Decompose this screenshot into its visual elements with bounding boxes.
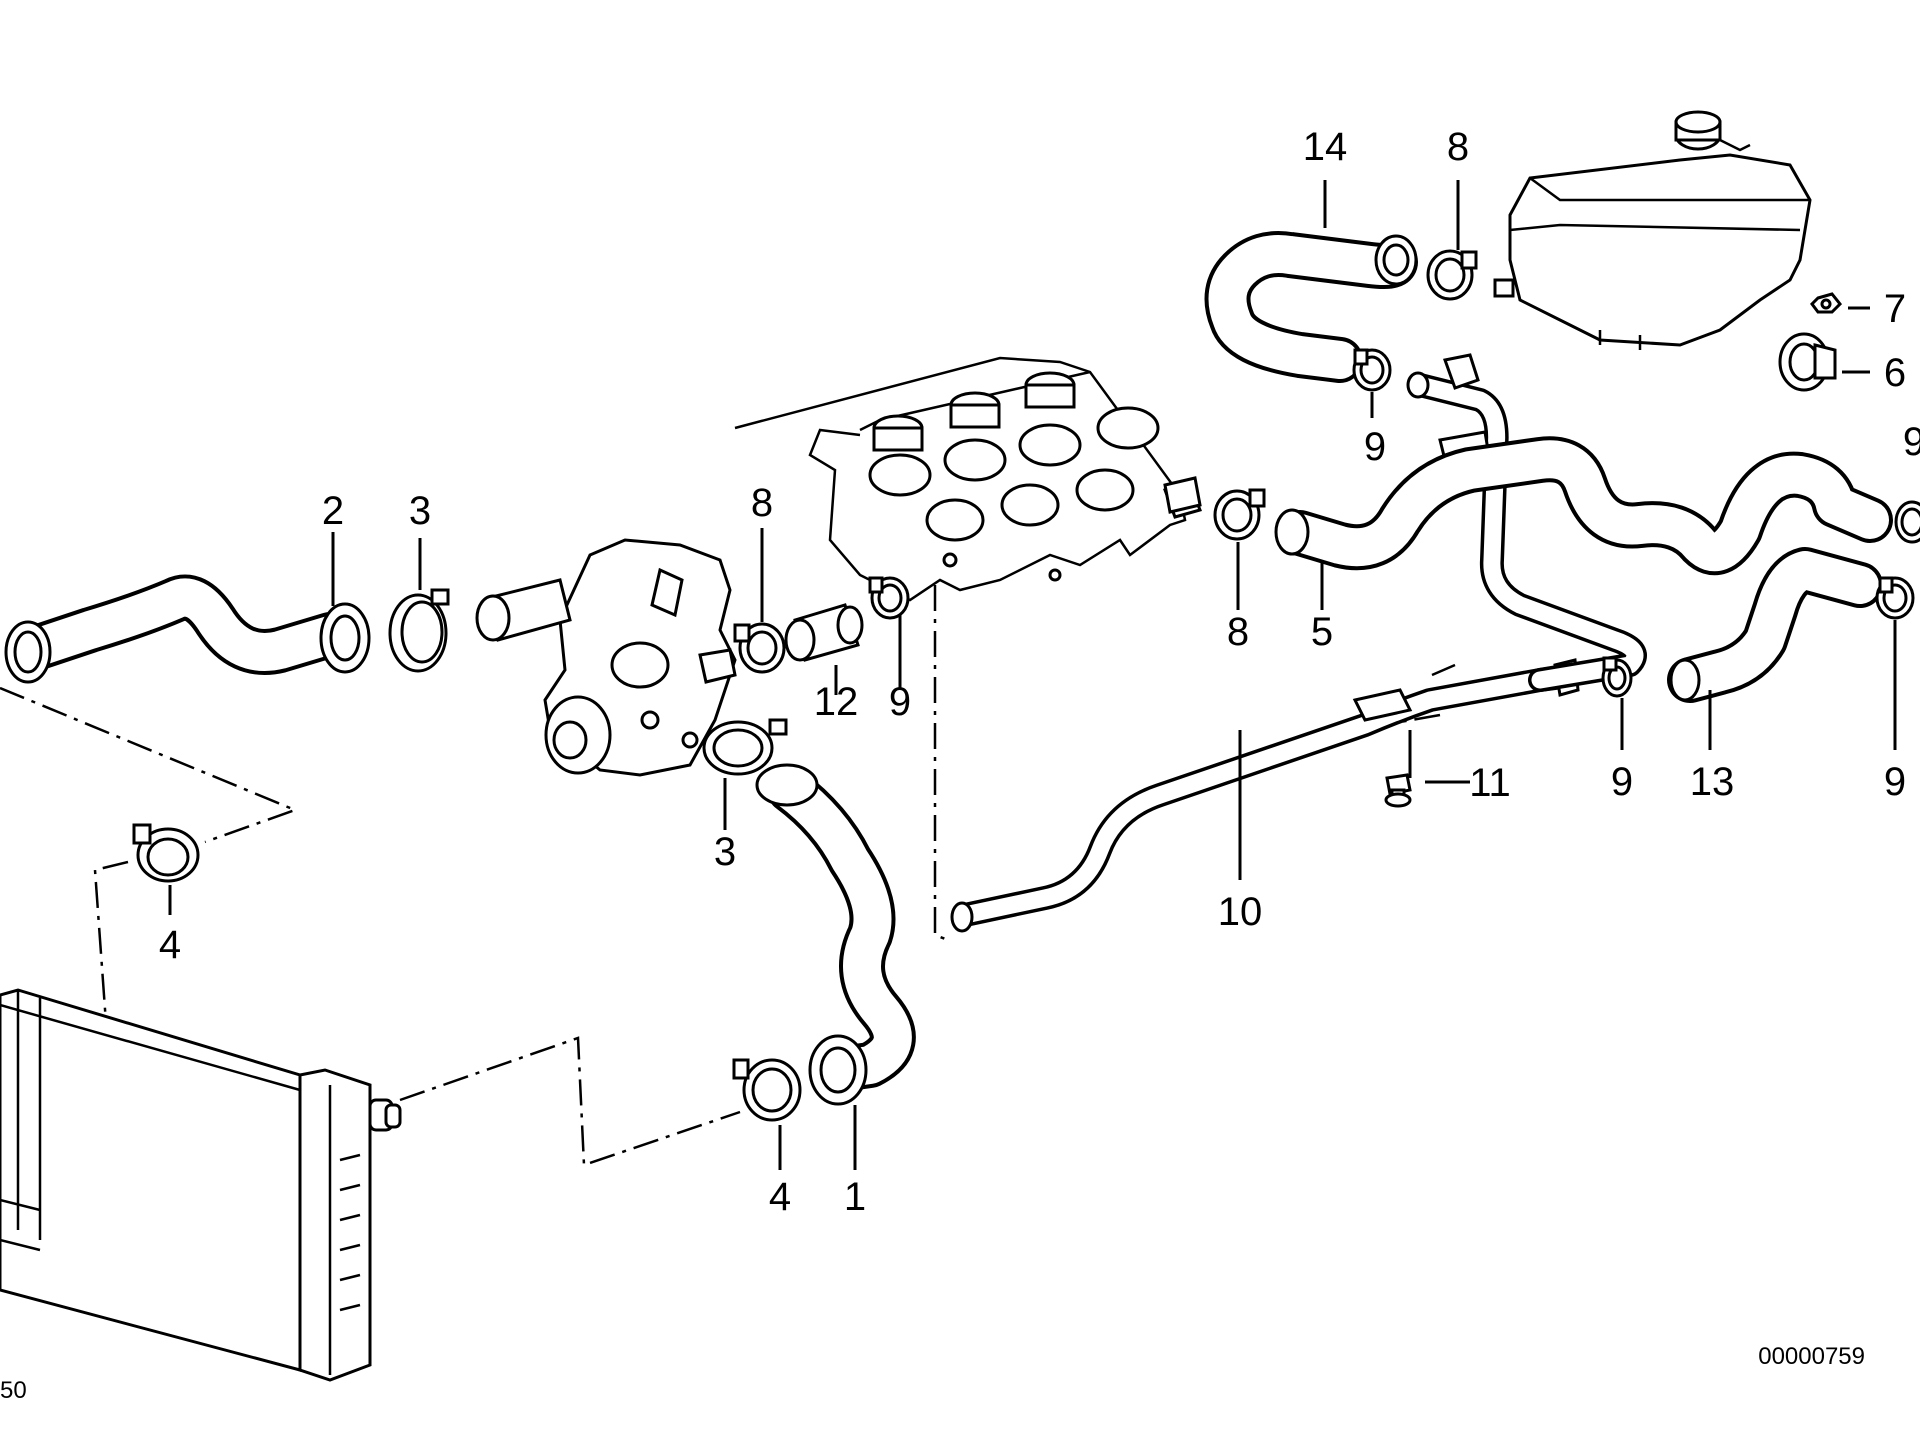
callout-9-mid: 9 <box>1611 760 1633 804</box>
callout-9-pump: 9 <box>889 680 911 724</box>
drawing-number: 00000759 <box>1758 1343 1865 1370</box>
callout-8-pump: 8 <box>751 481 773 525</box>
radiator-hose-upper <box>4 574 371 684</box>
hose-clamp-3-upper <box>388 588 450 673</box>
callout-3-upper: 3 <box>409 489 431 533</box>
hose-clamp-9-right-upper <box>1894 500 1920 544</box>
radiator <box>0 988 402 1382</box>
hose-clamp-9-pump <box>868 576 910 620</box>
heater-hose-13 <box>1667 547 1883 703</box>
grommet-6 <box>1778 332 1837 392</box>
callout-4-left: 4 <box>159 923 181 967</box>
callout-8-tank: 8 <box>1447 125 1469 169</box>
leader-lines <box>168 180 1897 1170</box>
corner-fragment: 50 <box>0 1377 27 1404</box>
hose-clamp-9-mid <box>1601 656 1633 698</box>
expansion-tank-hose-14 <box>1204 231 1418 383</box>
callout-9-right-lower: 9 <box>1884 760 1906 804</box>
callout-3-lower: 3 <box>714 830 736 874</box>
callout-6: 6 <box>1884 351 1906 395</box>
radiator-hose-lower <box>755 763 916 1106</box>
hose-clamp-9-tank <box>1352 348 1392 392</box>
hose-clamp-4-left <box>132 823 200 883</box>
callout-8-head: 8 <box>1227 610 1249 654</box>
callout-labels: 1 2 3 3 4 4 5 6 7 8 8 8 9 9 9 9 9 10 11 … <box>159 125 1920 1219</box>
callout-5: 5 <box>1311 610 1333 654</box>
hose-clamp-4-right <box>732 1058 802 1122</box>
callout-9-right-upper: 9 <box>1903 420 1920 464</box>
hose-clamp-8-head <box>1213 488 1266 541</box>
hose-clamp-9-right-lower <box>1875 576 1915 620</box>
hose-clamp-3-lower <box>702 718 788 776</box>
callout-12: 12 <box>814 680 859 724</box>
heater-hose-5 <box>1163 436 1893 576</box>
bolt-11 <box>1384 773 1412 808</box>
callout-11: 11 <box>1469 761 1511 805</box>
callout-2: 2 <box>322 489 344 533</box>
callout-7: 7 <box>1884 287 1906 331</box>
callout-10: 10 <box>1218 890 1263 934</box>
hose-clamp-8-pump <box>733 622 786 674</box>
callout-14: 14 <box>1303 125 1348 169</box>
cylinder-head <box>600 356 1202 602</box>
callout-4-right: 4 <box>769 1175 791 1219</box>
callout-1: 1 <box>844 1175 866 1219</box>
nut-7 <box>1810 292 1843 314</box>
expansion-tank <box>1493 110 1812 350</box>
callout-9-tank: 9 <box>1364 425 1386 469</box>
callout-13: 13 <box>1690 760 1735 804</box>
hose-clamp-8-tank <box>1426 249 1478 301</box>
water-pump <box>475 538 737 777</box>
connecting-pipe-12 <box>784 603 864 662</box>
